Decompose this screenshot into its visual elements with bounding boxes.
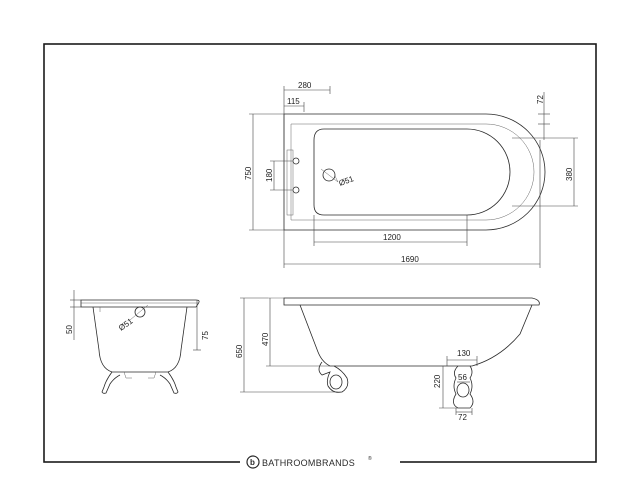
side-foot-left [318,361,349,393]
end-body [92,306,188,373]
side-body [299,304,533,367]
plan-waste-hole [322,168,336,182]
plan-view: 280 115 72 750 180 Ø51 380 1200 [244,81,578,268]
dim-foot-width: 56 [458,373,467,382]
end-rim [80,299,200,308]
dim-end-rim: 50 [65,325,74,334]
tap-hole-bottom [292,186,300,194]
dim-inner-length: 1200 [383,233,401,242]
side-rim [283,297,540,306]
brand-logo-icon: b [246,455,260,469]
dim-side-height: 650 [235,344,244,358]
brand-registered-mark: ® [368,455,372,462]
dim-end-depth: 75 [201,331,210,340]
end-leg-inner-left [123,371,132,379]
drawing-frame [43,43,597,463]
end-waste-hole [134,306,146,318]
dim-side-depth: 470 [261,332,270,346]
plan-basin-outline [313,128,511,216]
dim-foot-height: 220 [433,374,442,388]
end-leg-left [101,371,121,394]
brand-footer: b BATHROOMBRANDS ® [240,452,400,470]
dim-inner-width: 380 [565,167,574,181]
brand-name: BATHROOMBRANDS [262,458,355,468]
plan-rim-line [290,123,535,221]
plan-outer-outline [283,113,546,231]
side-view: 650 470 130 220 56 72 [235,297,540,422]
side-foot-right-claw [456,382,470,398]
dim-plan-waste-dia: Ø51 [338,174,356,188]
dim-foot-base: 72 [458,413,467,422]
end-leg-inner-right [148,371,157,379]
dim-tap-spacing: 180 [265,168,274,182]
dim-end-waste-dia: Ø51 [117,316,135,332]
dim-width: 750 [244,166,253,180]
side-foot-left-claw [329,374,343,390]
dim-rim-top: 72 [536,95,545,104]
side-foot-right [453,365,474,409]
dim-foot-length: 130 [457,349,471,358]
svg-text:b: b [250,458,255,467]
end-leg-right [159,371,179,394]
dim-length: 1690 [401,255,419,264]
dim-waste-offset: 115 [287,97,300,106]
dim-tap-offset: 280 [298,81,312,90]
tap-hole-top [292,157,300,165]
end-view: 50 Ø51 75 [65,290,210,394]
